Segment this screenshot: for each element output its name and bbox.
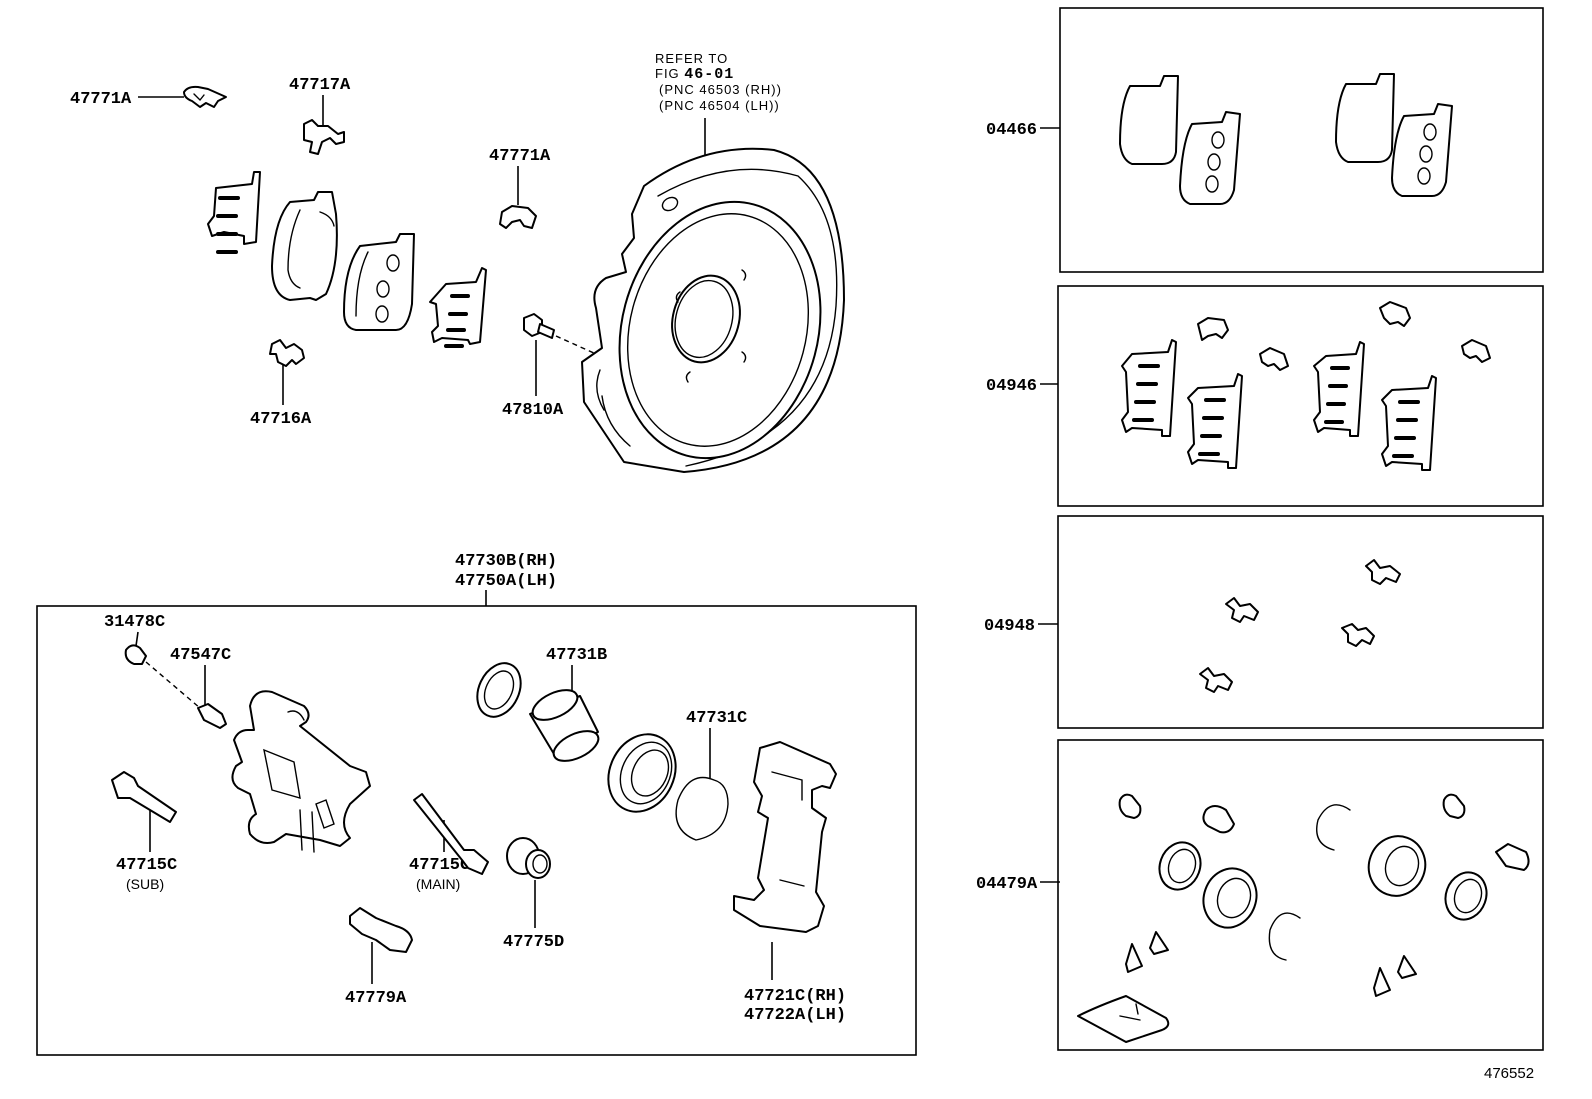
svg-text:04946: 04946 <box>986 377 1037 396</box>
piston-47731B-part <box>529 689 600 762</box>
svg-text:47730B(RH): 47730B(RH) <box>455 552 557 571</box>
clip-47717A-part <box>303 119 345 155</box>
kit-04948-support-plates <box>1199 559 1401 693</box>
slide-pin-main-part <box>413 793 489 875</box>
svg-text:(MAIN): (MAIN) <box>416 876 460 892</box>
svg-text:(SUB): (SUB) <box>126 876 164 892</box>
svg-text:(PNC 46504 (LH)): (PNC 46504 (LH)) <box>659 98 780 113</box>
bleeder-cap-31478C-part <box>124 644 201 709</box>
callout-47715C-main[interactable]: 47715C (MAIN) <box>409 820 470 892</box>
piston-boot-part <box>607 733 677 813</box>
callout-47810A[interactable]: 47810A <box>502 340 564 420</box>
slide-bushing-47779A-part <box>349 907 413 953</box>
kit-04466-pads <box>1119 73 1453 205</box>
svg-text:47731B: 47731B <box>546 646 607 665</box>
kit-04466[interactable]: 04466 <box>986 7 1544 273</box>
svg-text:47771A: 47771A <box>489 147 551 166</box>
callout-47716A[interactable]: 47716A <box>250 360 312 429</box>
clip-47771A-right-part <box>499 205 537 229</box>
kit-04948[interactable]: 04948 <box>984 515 1544 729</box>
callout-47547C[interactable]: 47547C <box>170 646 231 705</box>
clip-47716A-part <box>269 339 305 367</box>
callout-47779A[interactable]: 47779A <box>345 942 407 1008</box>
svg-text:31478C: 31478C <box>104 613 165 632</box>
kit-04946-shims-clips <box>1121 301 1491 471</box>
caliper-body <box>231 690 371 853</box>
callout-47717A[interactable]: 47717A <box>289 76 351 130</box>
bleeder-plug-47547C-part <box>197 703 227 729</box>
callout-47771A-left[interactable]: 47771A <box>70 90 184 109</box>
svg-text:47771A: 47771A <box>70 90 132 109</box>
anti-squeal-shim-inner <box>429 267 487 348</box>
kit-04479A[interactable]: 04479A <box>976 739 1544 1051</box>
callout-47775D[interactable]: 47775D <box>503 880 564 952</box>
callout-47771A-right[interactable]: 47771A <box>489 147 551 205</box>
figure-id: 476552 <box>1484 1065 1534 1082</box>
callout-47721C-47722A[interactable]: 47721C(RH) 47722A(LH) <box>744 942 846 1025</box>
kit-04946[interactable]: 04946 <box>986 285 1544 507</box>
svg-text:47717A: 47717A <box>289 76 351 95</box>
callout-47715C-sub[interactable]: 47715C (SUB) <box>116 808 177 892</box>
svg-text:47775D: 47775D <box>503 933 564 952</box>
callout-31478C[interactable]: 31478C <box>104 613 165 647</box>
svg-text:47750A(LH): 47750A(LH) <box>455 572 557 591</box>
brake-pad-backing <box>343 233 415 331</box>
svg-text:FIG 46-01: FIG 46-01 <box>655 66 734 83</box>
caliper-mounting-bracket <box>733 741 837 933</box>
clip-47771A-left-part <box>183 85 227 108</box>
svg-text:04479A: 04479A <box>976 875 1038 894</box>
kit-04479A-seals <box>1077 793 1530 1043</box>
svg-text:47547C: 47547C <box>170 646 231 665</box>
svg-text:(PNC 46503 (RH)): (PNC 46503 (RH)) <box>659 82 782 97</box>
boot-47775D-part <box>506 837 551 879</box>
reference-note: REFER TO FIG 46-01 (PNC 46503 (RH)) (PNC… <box>655 51 782 113</box>
svg-text:47779A: 47779A <box>345 989 407 1008</box>
brake-pad-plain <box>271 191 338 301</box>
svg-text:47715C: 47715C <box>409 856 470 875</box>
caliper-assembly-frame <box>36 605 917 1056</box>
piston-seal-ring-part <box>476 662 522 718</box>
seal-ring-47731C-part <box>675 776 729 841</box>
svg-text:47721C(RH): 47721C(RH) <box>744 987 846 1006</box>
svg-text:04466: 04466 <box>986 121 1037 140</box>
svg-text:47810A: 47810A <box>502 401 564 420</box>
callout-47730B-47750A[interactable]: 47730B(RH) 47750A(LH) <box>455 552 557 606</box>
bolt-47810A-part <box>523 313 597 355</box>
svg-text:04948: 04948 <box>984 617 1035 636</box>
svg-text:47731C: 47731C <box>686 709 747 728</box>
disc-dust-cover-refer-46-01 <box>581 147 845 473</box>
svg-text:47715C: 47715C <box>116 856 177 875</box>
svg-text:47722A(LH): 47722A(LH) <box>744 1006 846 1025</box>
svg-text:47716A: 47716A <box>250 410 312 429</box>
anti-squeal-shim-outer-left <box>207 171 261 254</box>
callout-47731C[interactable]: 47731C <box>686 709 747 778</box>
slide-pin-sub-part <box>111 771 177 823</box>
svg-text:REFER TO: REFER TO <box>655 51 728 66</box>
